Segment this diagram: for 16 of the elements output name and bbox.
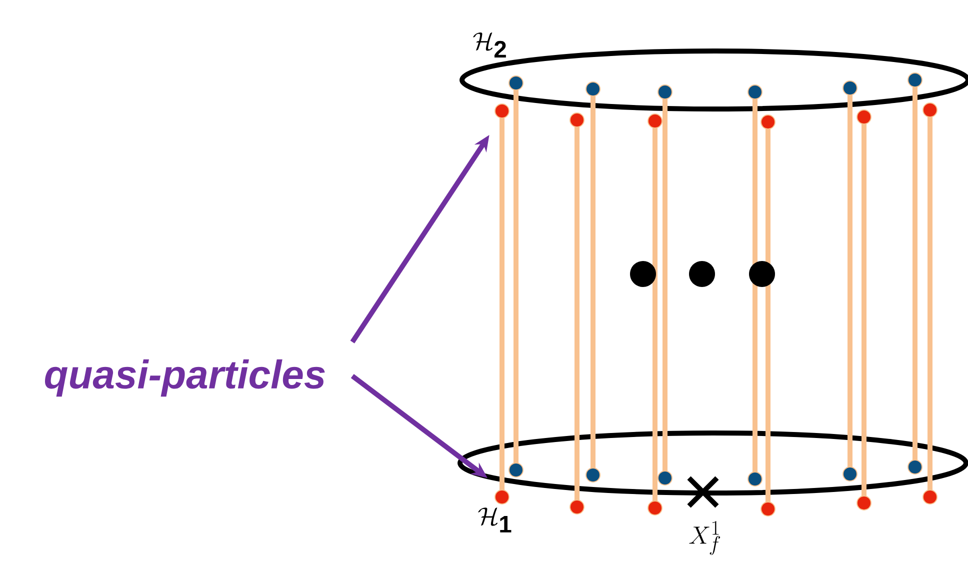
particle-string	[856, 110, 872, 510]
math-label: $\mathcal{H}_{\mathbf{2}}$	[473, 32, 506, 58]
particle-string	[586, 82, 600, 482]
math-label: $X_f^1$	[689, 520, 720, 555]
particle-string	[748, 84, 762, 486]
particle-string	[494, 104, 510, 504]
particle-string	[842, 80, 858, 482]
callout-text: quasi-particles	[45, 359, 325, 397]
particle-string	[922, 102, 938, 504]
particle-string	[508, 76, 524, 478]
particle-string	[570, 112, 584, 514]
particle-string	[658, 84, 672, 486]
particle-string	[760, 114, 776, 516]
math-label: $\mathcal{H}_{\mathbf{1}}$	[478, 508, 512, 532]
particle-string	[908, 72, 922, 474]
particle-string	[648, 114, 662, 516]
